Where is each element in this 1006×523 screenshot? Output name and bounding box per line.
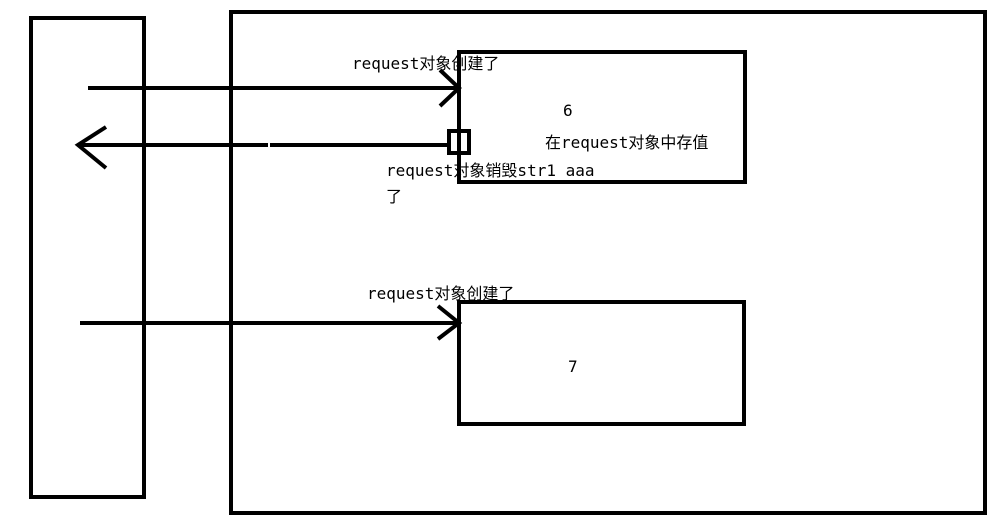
arrow-response-head <box>74 125 108 170</box>
label-store-value: 在request对象中存值 <box>545 133 709 152</box>
label-request-created-2: request对象创建了 <box>367 284 515 303</box>
label-request-destroyed: request对象销毁str1 aaa <box>386 161 595 180</box>
label-request-destroyed-cont: 了 <box>386 187 403 206</box>
request-box-1 <box>457 50 747 184</box>
label-box-number-2: 7 <box>568 357 578 376</box>
client-box <box>29 16 146 499</box>
request-box-2 <box>457 300 746 426</box>
arrow-request-1-head <box>438 68 462 108</box>
server-box <box>229 10 987 515</box>
label-request-created-1: request对象创建了 <box>352 54 500 73</box>
destroy-marker <box>447 129 471 155</box>
arrow-request-2-head <box>436 304 463 341</box>
label-box-number-1: 6 <box>563 101 573 120</box>
